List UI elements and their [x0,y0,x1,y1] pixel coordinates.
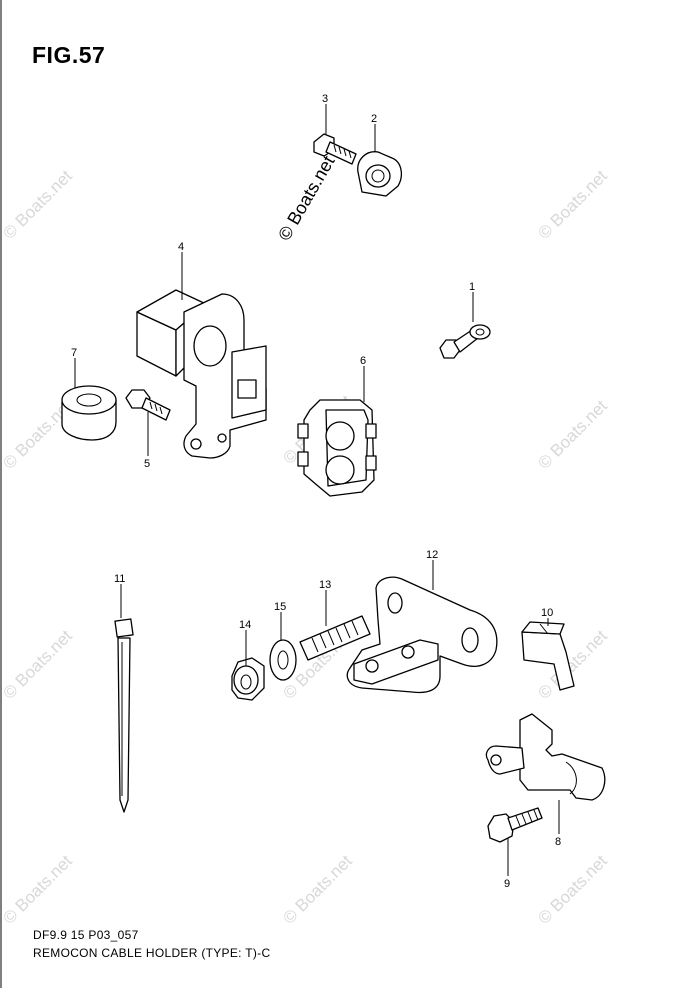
callout-11: 11 [114,573,125,585]
watermark-text: © Boats.net [534,396,611,473]
part-12-plate [346,576,498,694]
watermark-text: © Boats.net [534,166,611,243]
figure-title: FIG.57 [32,42,106,68]
part-9-bolt [487,807,543,843]
watermark-text: © Boats.net [279,851,356,928]
callout-15: 15 [274,601,286,613]
part-15-washer [269,639,297,681]
part-4-bracket [136,289,267,459]
part-14-nut [231,657,265,701]
figure-description: REMOCON CABLE HOLDER (TYPE: T)-C [33,946,271,960]
callout-4: 4 [178,241,184,253]
part-8-bracket [485,713,606,801]
part-7-grommet [61,385,117,441]
callout-12: 12 [426,549,438,561]
leader-lines [74,104,560,876]
callout-5: 5 [144,458,150,470]
callout-14: 14 [239,619,251,631]
part-11-cable-tie [114,618,134,813]
watermark-main: © Boats.net [274,152,338,244]
watermark-text: © Boats.net [0,166,76,243]
figure-code: DF9.9 15 P03_057 [33,928,139,942]
part-13-stud [299,615,371,661]
callout-7: 7 [71,347,77,359]
callout-6: 6 [360,355,366,367]
callout-3: 3 [322,93,328,105]
part-2-clamp [357,151,403,197]
callout-13: 13 [319,579,331,591]
callout-10: 10 [541,607,553,619]
part-5-bolt [125,389,171,421]
watermark-text: © Boats.net [534,851,611,928]
watermarks: © Boats.net © Boats.net © Boats.net © Bo… [0,152,611,928]
callout-8: 8 [555,836,561,848]
callout-labels: 1 2 3 4 5 6 7 8 9 10 11 12 13 14 15 [71,93,561,890]
part-10-clip [521,621,575,691]
watermark-text: © Boats.net [0,851,76,928]
watermark-text: © Boats.net [0,626,76,703]
callout-2: 2 [371,113,377,125]
callout-9: 9 [504,878,510,890]
part-6-holder [297,399,377,497]
part-1-cable-end [439,324,491,359]
part-3-bolt [313,133,357,165]
callout-1: 1 [469,281,475,293]
